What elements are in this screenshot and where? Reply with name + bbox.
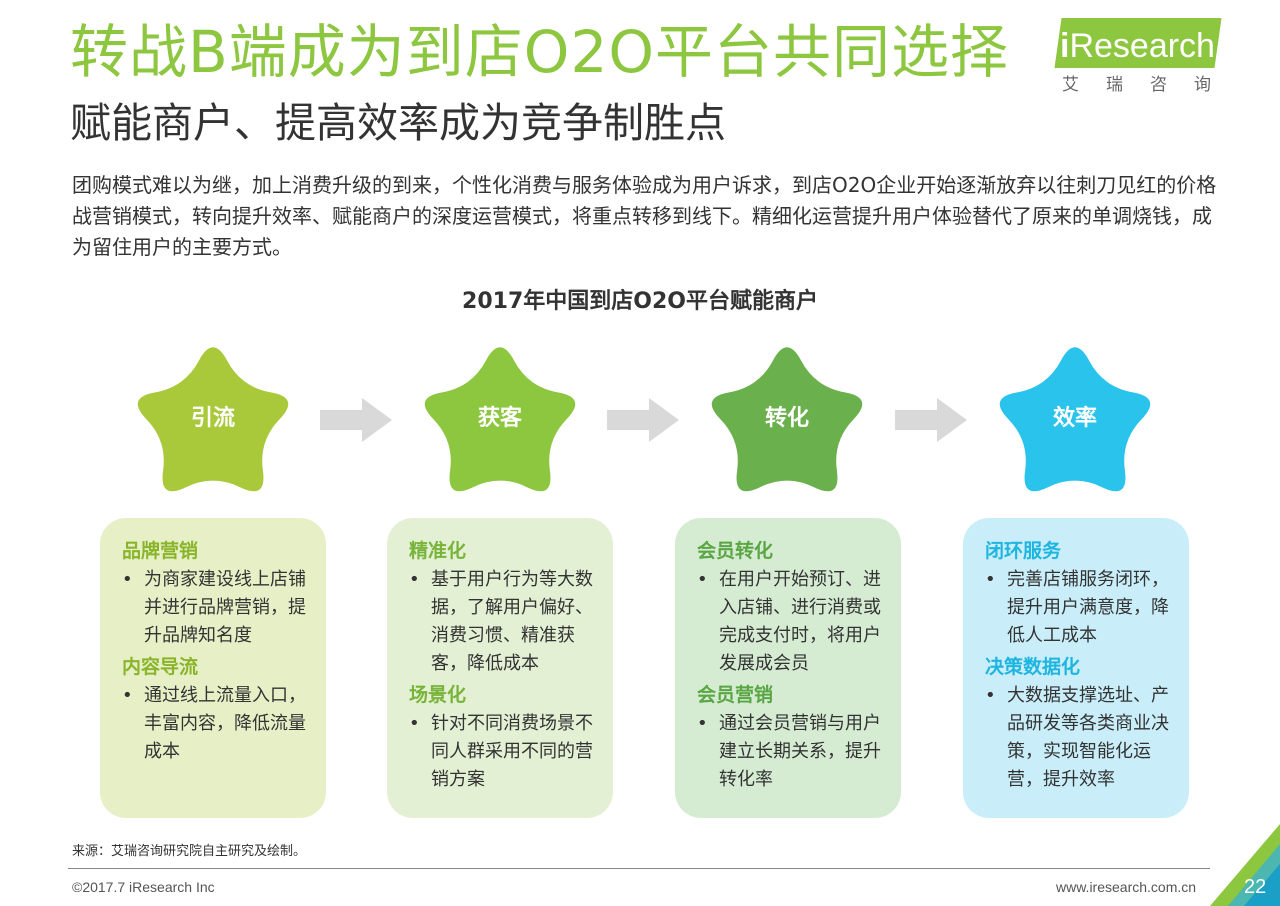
list-item: •通过线上流量入口，丰富内容，降低流量成本 xyxy=(122,685,306,762)
card-heading: 内容导流 xyxy=(122,656,199,678)
page-corner-decoration xyxy=(1210,824,1280,906)
page-title: 转战B端成为到店O2O平台共同选择 xyxy=(70,18,1009,86)
card-heading: 场景化 xyxy=(409,684,467,706)
list-item: •通过会员营销与用户建立长期关系，提升转化率 xyxy=(697,713,881,790)
star-shape-icon xyxy=(137,347,289,492)
card-zhuanhua: 会员转化 •在用户开始预订、进入店铺、进行消费或完成支付时，将用户发展成会员 会… xyxy=(675,518,901,818)
star-shape-icon xyxy=(711,347,863,492)
arrow-right-icon xyxy=(320,398,392,442)
list-item: •基于用户行为等大数据，了解用户偏好、消费习惯、精准获客，降低成本 xyxy=(409,569,593,674)
card-heading: 闭环服务 xyxy=(985,540,1062,562)
iresearch-logo: iResearch 艾瑞咨询 xyxy=(1054,12,1226,95)
star-huoke: 获客 xyxy=(415,340,585,500)
footer-divider xyxy=(68,868,1210,869)
copyright: ©2017.7 iResearch Inc xyxy=(72,879,215,895)
card-xiaolv: 闭环服务 •完善店铺服务闭环，提升用户满意度，降低人工成本 决策数据化 •大数据… xyxy=(963,518,1189,818)
footer-url: www.iresearch.com.cn xyxy=(1056,879,1197,895)
card-heading: 决策数据化 xyxy=(985,656,1081,678)
card-huoke: 精准化 •基于用户行为等大数据，了解用户偏好、消费习惯、精准获客，降低成本 场景… xyxy=(387,518,613,818)
card-heading: 会员营销 xyxy=(697,684,774,706)
arrow-right-icon xyxy=(895,398,967,442)
page-number: 22 xyxy=(1244,876,1267,898)
card-heading: 精准化 xyxy=(409,540,467,562)
star-shape-icon xyxy=(999,347,1151,492)
star-zhuanhua: 转化 xyxy=(702,340,872,500)
logo-chinese: 艾瑞咨询 xyxy=(1062,75,1238,95)
star-label: 获客 xyxy=(477,406,522,431)
source-note: 来源：艾瑞咨询研究院自主研究及绘制。 xyxy=(72,844,307,859)
list-item: •为商家建设线上店铺并进行品牌营销，提升品牌知名度 xyxy=(122,569,306,646)
list-item: •针对不同消费场景不同人群采用不同的营销方案 xyxy=(409,713,593,790)
page-subtitle: 赋能商户、提高效率成为竞争制胜点 xyxy=(70,99,726,147)
star-xiaolv: 效率 xyxy=(990,340,1160,500)
card-heading: 会员转化 xyxy=(697,540,774,562)
list-item: •完善店铺服务闭环，提升用户满意度，降低人工成本 xyxy=(985,569,1169,646)
star-label: 引流 xyxy=(190,406,235,431)
card-heading: 品牌营销 xyxy=(122,540,199,562)
card-yinliu: 品牌营销 •为商家建设线上店铺并进行品牌营销，提升品牌知名度 内容导流 •通过线… xyxy=(100,518,326,818)
star-label: 转化 xyxy=(764,406,809,431)
star-label: 效率 xyxy=(1052,406,1097,431)
list-item: •在用户开始预订、进入店铺、进行消费或完成支付时，将用户发展成会员 xyxy=(697,569,881,674)
logo-text: iResearch xyxy=(1060,27,1215,65)
arrow-right-icon xyxy=(607,398,679,442)
intro-paragraph: 团购模式难以为继，加上消费升级的到来，个性化消费与服务体验成为用户诉求，到店O2… xyxy=(72,173,1217,259)
star-shape-icon xyxy=(424,347,576,492)
diagram-title: 2017年中国到店O2O平台赋能商户 xyxy=(462,289,818,314)
list-item: •大数据支撑选址、产品研发等各类商业决策，实现智能化运营，提升效率 xyxy=(985,685,1169,790)
star-yinliu: 引流 xyxy=(128,340,298,500)
